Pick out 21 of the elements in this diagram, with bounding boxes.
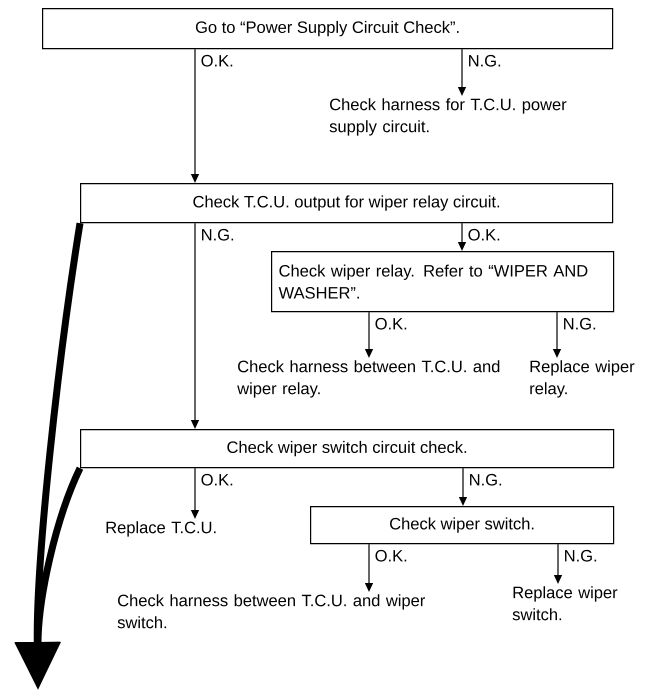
edge-label: N.G. bbox=[565, 550, 596, 562]
result-text: Check harness for T.C.U. power supply circuit. bbox=[330, 98, 566, 136]
edge-label: O.K. bbox=[201, 54, 232, 67]
process-box: Check T.C.U. output for wiper relay circuit. bbox=[80, 183, 614, 224]
process-box: Check wiper relay. Refer to “WIPER AND WASHER”. bbox=[271, 251, 614, 312]
edge-label: O.K. bbox=[201, 474, 232, 486]
edge-label: O.K. bbox=[376, 550, 406, 562]
result-text: Check harness between T.C.U. and wiper relay. bbox=[237, 360, 500, 398]
process-box: Check wiper switch circuit check. bbox=[80, 429, 614, 468]
edge-label: N.G. bbox=[469, 54, 500, 67]
edge-label: O.K. bbox=[376, 318, 406, 330]
result-text: Check harness between T.C.U. and wiper switch. bbox=[118, 594, 426, 628]
edge-label: N.G. bbox=[470, 474, 502, 486]
edge-label: O.K. bbox=[468, 228, 500, 241]
result-text: Replace T.C.U. bbox=[106, 521, 216, 537]
edge-label: N.G. bbox=[564, 318, 596, 330]
process-box: Check wiper switch. bbox=[310, 506, 614, 544]
result-text: Replace wiper relay. bbox=[530, 360, 634, 398]
result-text: Replace wiper switch. bbox=[512, 586, 618, 620]
process-box: Go to “Power Supply Circuit Check”. bbox=[42, 8, 614, 50]
edge-label: N.G. bbox=[202, 228, 234, 241]
